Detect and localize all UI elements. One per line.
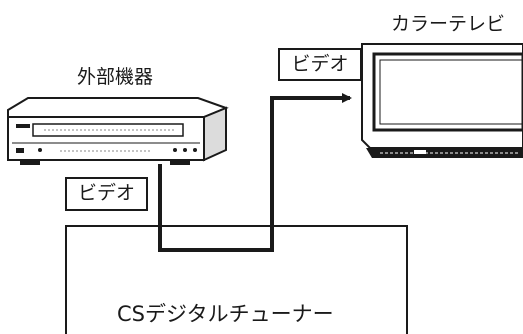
video-output-tag: ビデオ	[278, 48, 362, 81]
video-input-tag: ビデオ	[65, 177, 148, 211]
video-cable	[158, 93, 352, 252]
tv-label: カラーテレビ	[391, 13, 506, 35]
tuner-label: CSデジタルチューナー	[117, 302, 334, 326]
external-device-label: 外部機器	[77, 66, 154, 88]
tuner-box	[65, 225, 408, 334]
tv-icon	[361, 43, 523, 158]
external-device-icon	[7, 97, 229, 165]
